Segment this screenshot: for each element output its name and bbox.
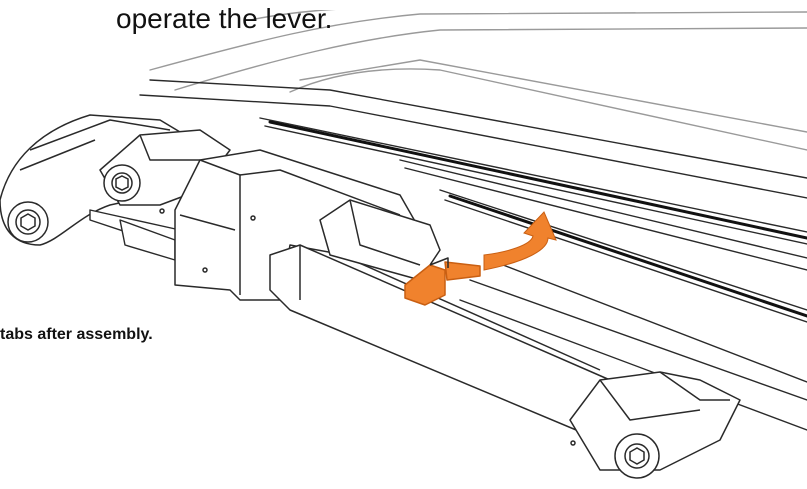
side-rail: [139, 79, 807, 431]
nose-piece: [319, 199, 441, 281]
instruction-top-clip: [116, 0, 716, 10]
callout-text: tabs after assembly.: [0, 326, 153, 343]
upper-bolt: [103, 164, 141, 202]
lower-link: [89, 209, 181, 261]
front-bolt: [7, 201, 49, 243]
rail-accent-lines: [268, 120, 807, 318]
instruction-text: operate the lever.: [116, 3, 333, 34]
curved-arrow-icon: [483, 211, 557, 271]
rear-bracket: [569, 371, 741, 471]
rear-bolt: [614, 433, 660, 479]
lever-tab: [404, 257, 481, 306]
background-deck: [149, 6, 807, 151]
